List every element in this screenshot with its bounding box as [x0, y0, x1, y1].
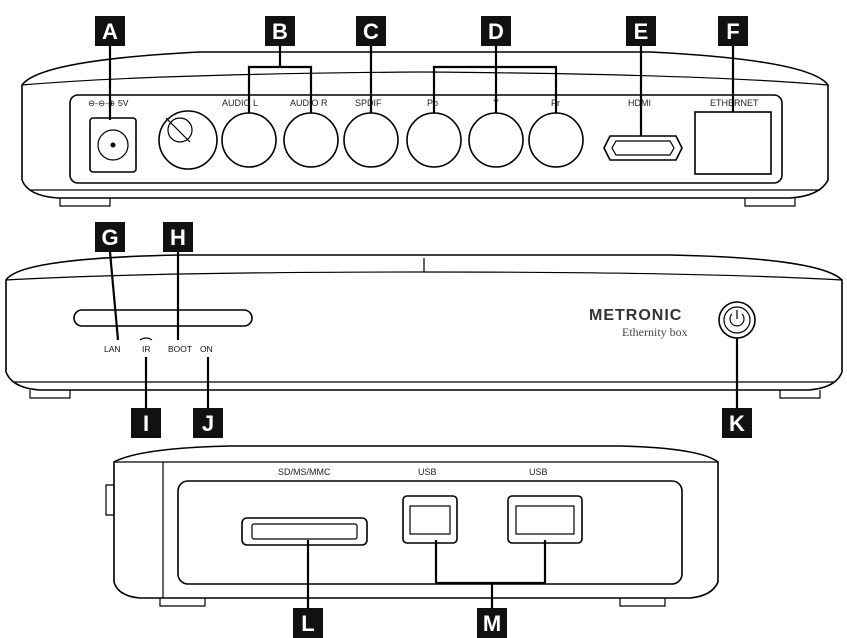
boot-label: BOOT — [168, 344, 192, 354]
audio-r-label: AUDIO R — [290, 98, 328, 108]
brand-logo: METRONIC — [589, 307, 682, 324]
badge-c: C — [356, 16, 386, 46]
badge-g: G — [95, 222, 125, 252]
power-polarity-icon: ⊖-⊖-⊕ — [88, 98, 115, 108]
side-leaders — [306, 540, 547, 622]
audio-r-port — [283, 112, 339, 168]
ethernet-port — [694, 111, 772, 175]
badge-j: J — [193, 408, 223, 438]
usb-1-label: USB — [418, 467, 437, 477]
svg-text:H: H — [170, 225, 186, 250]
front-panel: LAN IR BOOT ON METRONIC Ethernity box — [5, 254, 843, 399]
dc-power-port — [89, 117, 137, 173]
audio-l-label: AUDIO L — [222, 98, 258, 108]
hdmi-port — [603, 135, 683, 161]
y-port — [468, 112, 524, 168]
svg-text:G: G — [101, 225, 118, 250]
audio-l-port — [221, 112, 277, 168]
power-voltage-label: 5V — [118, 98, 129, 108]
svg-text:K: K — [729, 411, 745, 436]
pr-port — [528, 112, 584, 168]
svg-text:C: C — [363, 19, 379, 44]
card-reader-label: SD/MS/MMC — [278, 467, 331, 477]
svg-text:I: I — [143, 411, 149, 436]
badge-l: L — [293, 608, 323, 638]
svg-text:M: M — [483, 611, 501, 636]
side-panel: SD/MS/MMC USB USB — [105, 445, 719, 607]
callout-badges: A B C D E F G H I J K L M — [95, 16, 752, 638]
power-button[interactable] — [718, 301, 756, 339]
badge-a: A — [95, 16, 125, 46]
model-name: Ethernity box — [622, 325, 688, 339]
badge-d: D — [481, 16, 511, 46]
svg-text:L: L — [301, 611, 314, 636]
svg-text:D: D — [488, 19, 504, 44]
badge-i: I — [131, 408, 161, 438]
usb-port-2 — [507, 495, 583, 544]
front-leaders — [108, 251, 739, 410]
badge-f: F — [718, 16, 748, 46]
hdmi-label: HDMI — [628, 98, 651, 108]
antenna-port — [158, 110, 218, 170]
badge-h: H — [163, 222, 193, 252]
spdif-port — [343, 112, 399, 168]
svg-text:F: F — [726, 19, 739, 44]
rear-panel: ⊖-⊖-⊕ 5V AUDIO L AUDIO R SPDIF Pb Y Pr H… — [21, 51, 829, 207]
on-label: ON — [200, 344, 213, 354]
front-display-window — [73, 309, 253, 327]
pb-label: Pb — [427, 98, 438, 108]
ir-label: IR — [142, 344, 151, 354]
svg-text:E: E — [634, 19, 649, 44]
power-icon — [729, 310, 745, 327]
spdif-label: SPDIF — [355, 98, 382, 108]
badge-k: K — [722, 408, 752, 438]
svg-text:J: J — [202, 411, 214, 436]
badge-e: E — [626, 16, 656, 46]
ethernet-label: ETHERNET — [710, 98, 759, 108]
rear-leaders — [108, 46, 735, 136]
usb-port-1 — [402, 495, 458, 544]
svg-text:B: B — [272, 19, 288, 44]
usb-2-label: USB — [529, 467, 548, 477]
svg-text:A: A — [102, 19, 118, 44]
pb-port — [406, 112, 462, 168]
badge-m: M — [477, 608, 507, 638]
badge-b: B — [265, 16, 295, 46]
lan-label: LAN — [104, 344, 121, 354]
card-reader-slot — [241, 517, 368, 546]
